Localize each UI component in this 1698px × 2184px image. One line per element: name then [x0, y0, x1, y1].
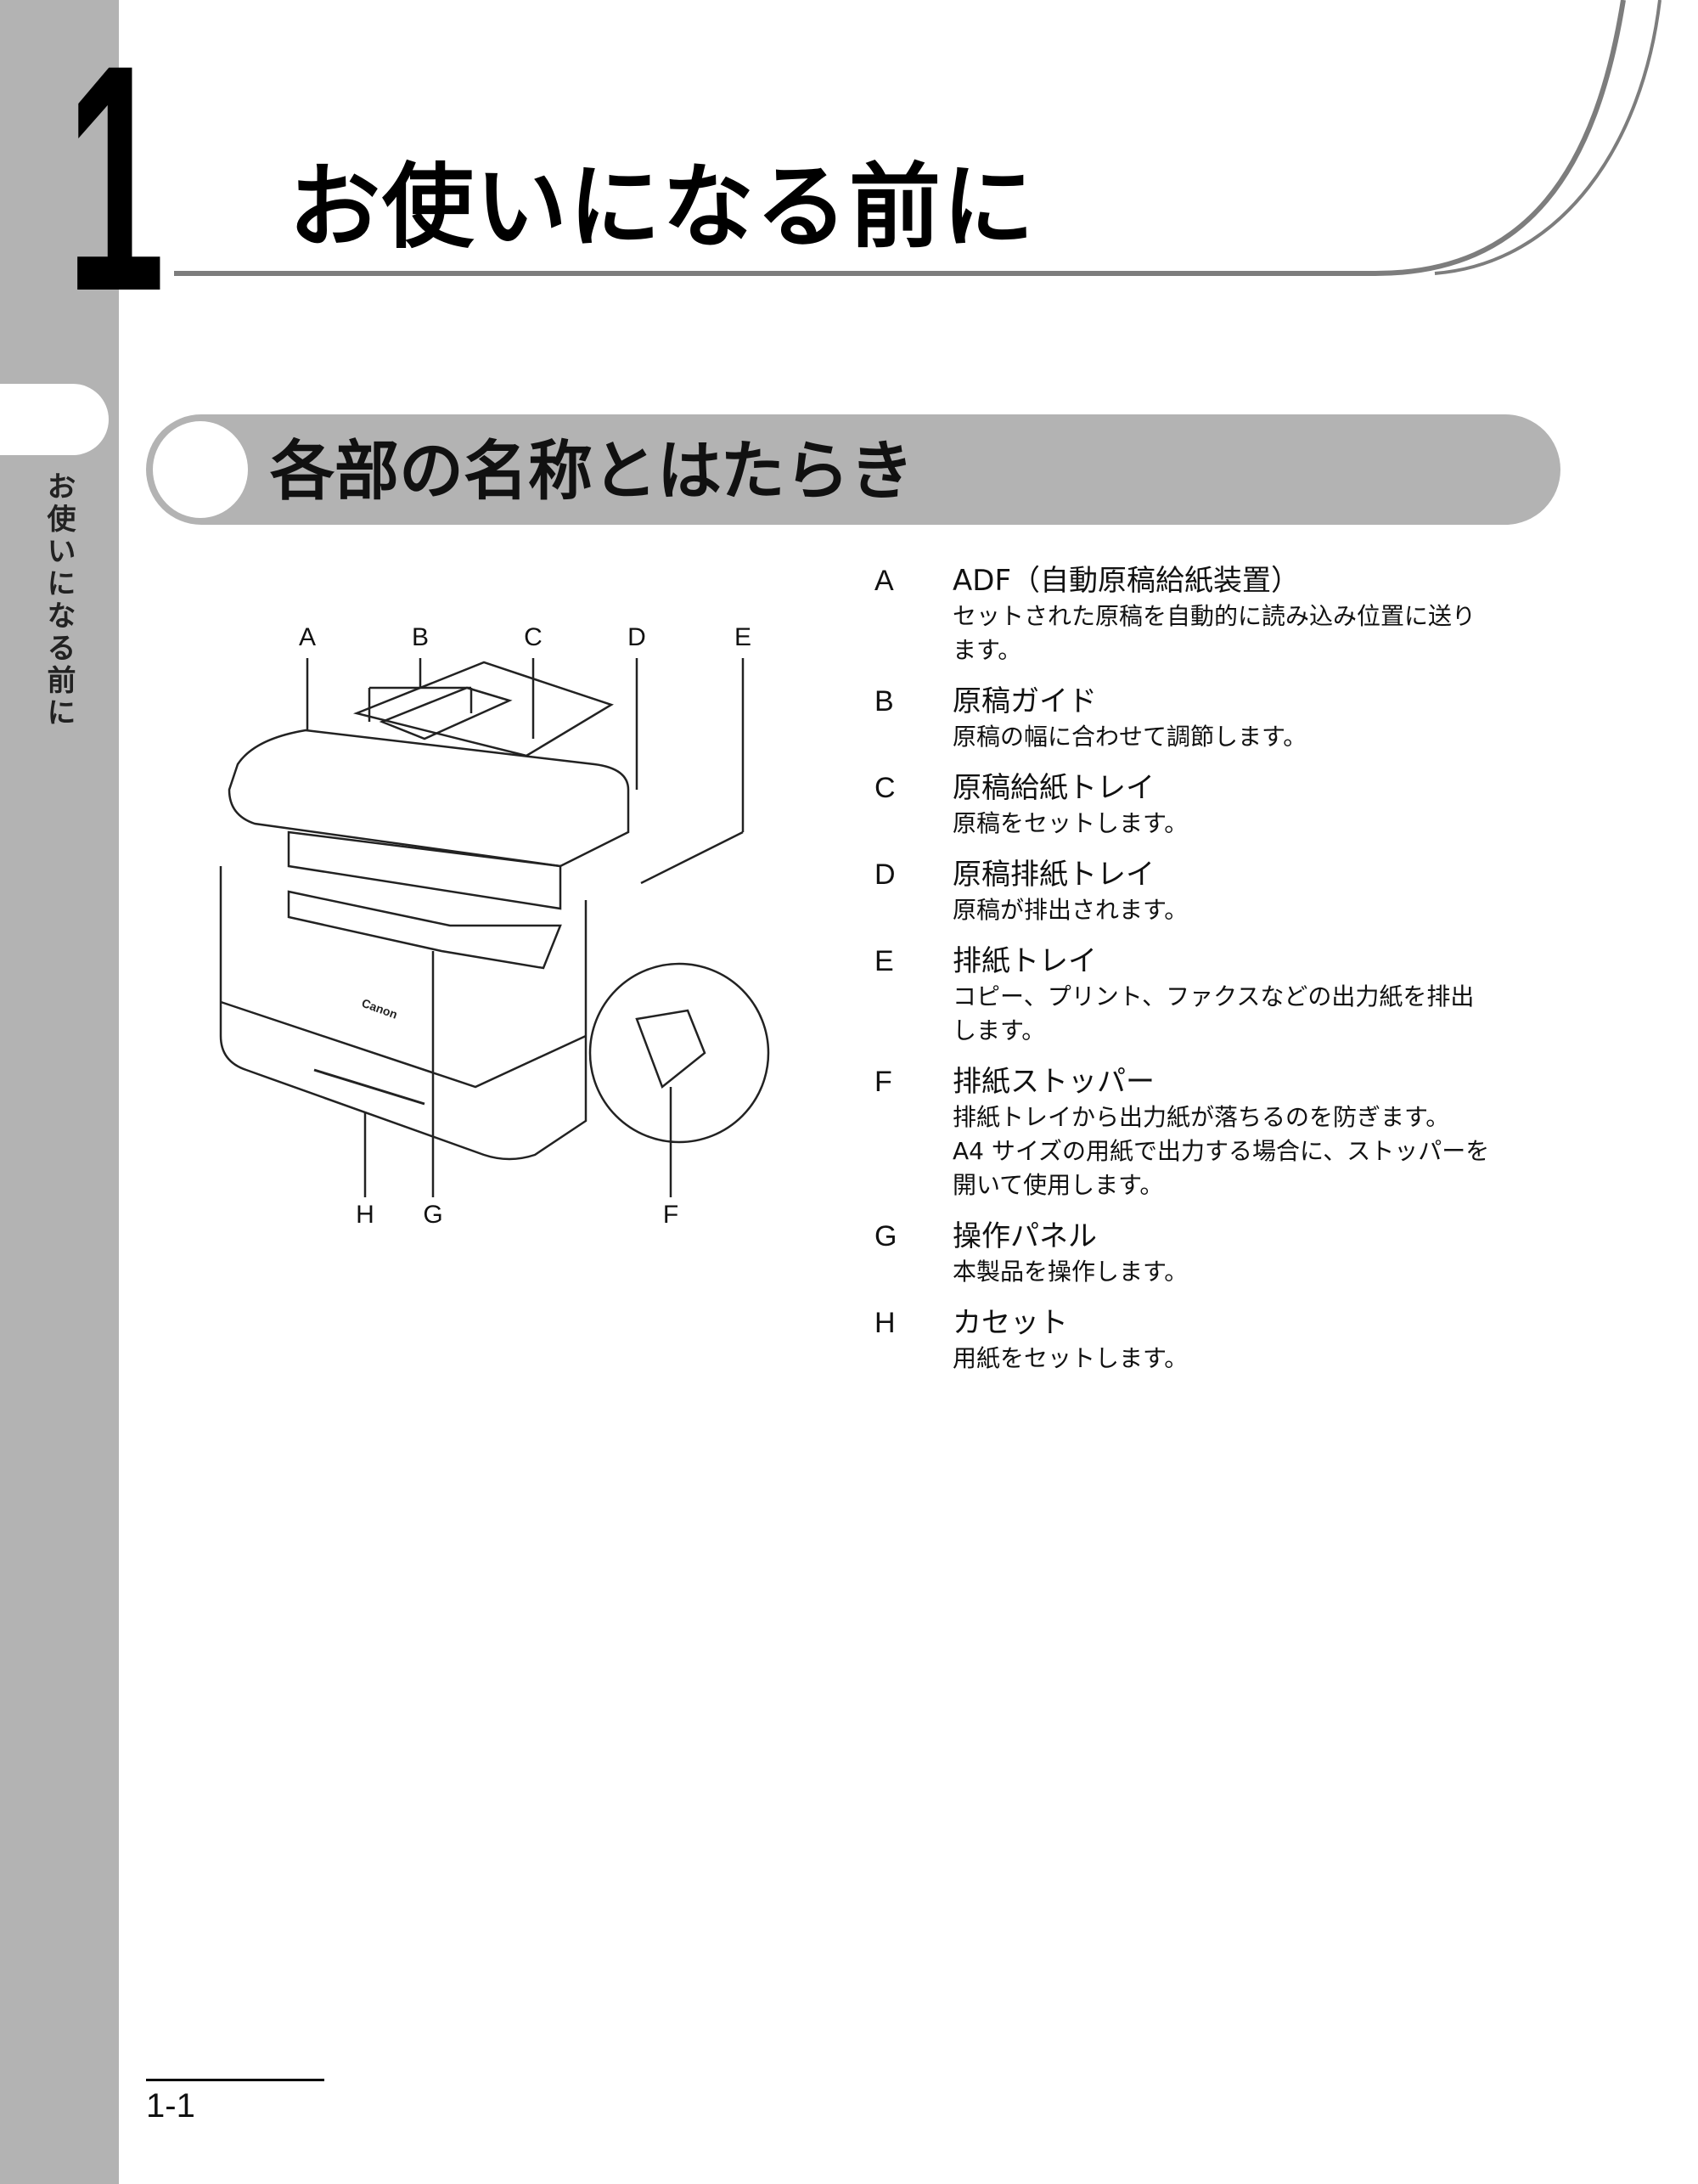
machine-illustration: A B C D E H G F Canon: [219, 623, 770, 1229]
operation-panel: [287, 890, 562, 970]
part-desc: A4 サイズの用紙で出力する場合に、ストッパーを: [953, 1137, 1490, 1165]
part-name: 原稿給紙トレイ: [953, 771, 1155, 805]
part-desc: 原稿が排出されます。: [953, 896, 1189, 924]
part-desc: 排紙トレイから出力紙が落ちるのを防ぎます。: [953, 1103, 1450, 1131]
part-item: H カセット 用紙をセットします。: [874, 1304, 1639, 1376]
section-band: [146, 414, 1560, 525]
side-bar: [0, 0, 119, 2184]
part-letter: G: [874, 1220, 897, 1252]
callout-C: C: [524, 623, 543, 651]
part-item: F 排紙ストッパー 排紙トレイから出力紙が落ちるのを防ぎます。 A4 サイズの用…: [874, 1063, 1639, 1202]
part-desc: 原稿の幅に合わせて調節します。: [953, 723, 1307, 751]
part-desc: 本製品を操作します。: [953, 1258, 1189, 1286]
part-desc: 用紙をセットします。: [953, 1344, 1189, 1372]
body-outline: [219, 866, 588, 1161]
header-decoration: [174, 0, 1661, 276]
footer-rule: [146, 2079, 324, 2081]
callout-B: B: [412, 623, 429, 651]
output-slot: [287, 830, 562, 910]
part-item: A ADF（自動原稿給紙装置） セットされた原稿を自動的に読み込み位置に送り ま…: [874, 562, 1639, 667]
side-chapter-label: お使いになる前に: [42, 471, 76, 729]
part-item: E 排紙トレイ コピー、プリント、ファクスなどの出力紙を排出 します。: [874, 943, 1639, 1048]
part-letter: B: [874, 685, 894, 718]
adf-guide: [379, 686, 513, 740]
part-item: D 原稿排紙トレイ 原稿が排出されます。: [874, 856, 1639, 927]
chapter-number: 1: [66, 0, 166, 358]
callout-H: H: [356, 1201, 374, 1229]
leader-E2: [640, 830, 744, 885]
part-desc: セットされた原稿を自動的に読み込み位置に送り: [953, 602, 1476, 630]
part-item: B 原稿ガイド 原稿の幅に合わせて調節します。: [874, 683, 1639, 754]
side-tab: [0, 384, 109, 455]
callout-G: G: [423, 1201, 442, 1229]
chapter-title: お使いになる前に: [289, 155, 1037, 261]
cassette-handle: [313, 1068, 425, 1106]
part-name: 排紙トレイ: [953, 944, 1097, 978]
section-circle: [153, 421, 248, 518]
part-letter: D: [874, 858, 896, 891]
part-name: 原稿ガイド: [953, 684, 1097, 718]
scanner-outline: [228, 729, 630, 868]
callout-E: E: [734, 623, 751, 651]
part-desc: します。: [953, 1016, 1046, 1044]
part-item: G 操作パネル 本製品を操作します。: [874, 1218, 1639, 1289]
part-desc: 原稿をセットします。: [953, 809, 1189, 837]
callout-F: F: [663, 1201, 678, 1229]
part-name: 排紙ストッパー: [953, 1065, 1155, 1099]
stopper-detail-circle: [588, 962, 770, 1144]
part-letter: F: [874, 1066, 892, 1098]
adf-tray: [352, 661, 614, 757]
callout-A: A: [299, 623, 316, 651]
part-name: 原稿排紙トレイ: [953, 858, 1155, 892]
part-desc: ます。: [953, 636, 1022, 664]
parts-list: A ADF（自動原稿給紙装置） セットされた原稿を自動的に読み込み位置に送り ま…: [874, 562, 1639, 1391]
part-letter: C: [874, 772, 896, 804]
part-letter: A: [874, 565, 894, 597]
part-letter: E: [874, 945, 894, 977]
stopper-detail: [635, 1009, 706, 1089]
part-letter: H: [874, 1307, 896, 1339]
part-name: ADF（自動原稿給紙装置）: [953, 564, 1300, 598]
page-number: 1-1: [146, 2087, 195, 2125]
part-item: C 原稿給紙トレイ 原稿をセットします。: [874, 769, 1639, 841]
callout-D: D: [627, 623, 646, 651]
part-name: カセット: [953, 1306, 1068, 1340]
cassette-outline: [220, 1000, 587, 1089]
part-desc: コピー、プリント、ファクスなどの出力紙を排出: [953, 982, 1475, 1010]
part-name: 操作パネル: [953, 1219, 1097, 1253]
section-title: 各部の名称とはたらき: [270, 433, 914, 509]
part-desc: 開いて使用します。: [953, 1171, 1164, 1199]
brand-mark: Canon: [360, 996, 399, 1022]
